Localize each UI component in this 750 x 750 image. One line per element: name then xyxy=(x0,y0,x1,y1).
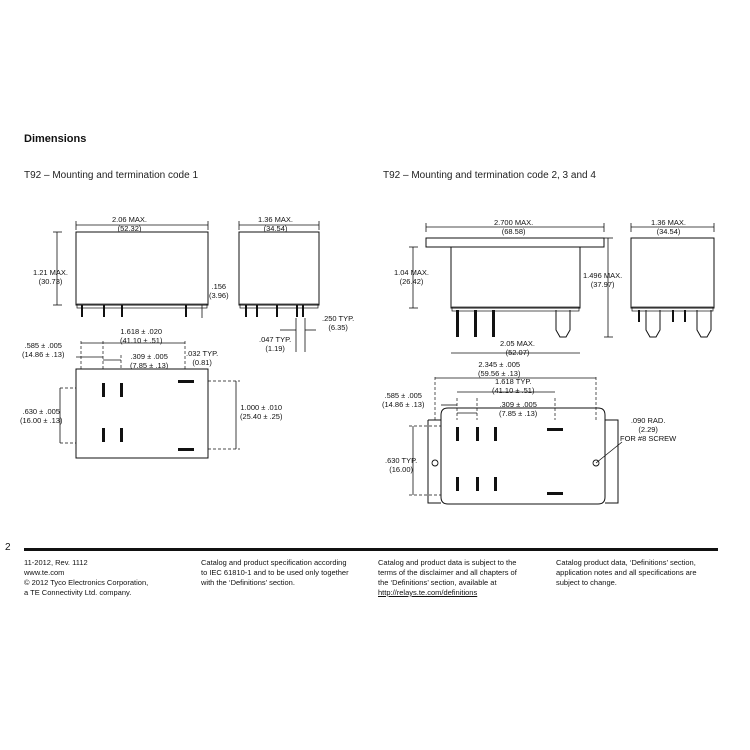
dim-pin-gap: .309 ± .005(7.85 ± .13) xyxy=(130,352,169,370)
dim-body-height: 1.04 MAX.(26.42) xyxy=(394,268,430,286)
dim-row-span-right: 1.618 TYP.(41.10 ± .51) xyxy=(492,377,535,395)
footer-col-spec: Catalog and product specification accord… xyxy=(201,558,349,587)
dim-pin-thickness: .047 TYP.(1.19) xyxy=(259,335,292,353)
dim-width: 2.06 MAX.(52.32) xyxy=(112,215,148,233)
footer-col-disclaimer: Catalog and product data is subject to t… xyxy=(378,558,517,597)
left-drawing-caption: T92 – Mounting and termination code 1 xyxy=(24,170,198,181)
relay-front-view xyxy=(75,231,209,306)
dim-col-span: 1.000 ± .010(25.40 ± .25) xyxy=(240,403,283,421)
footer-rule xyxy=(24,548,718,551)
dim-row-pitch-right: .630 TYP.(16.00) xyxy=(385,456,418,474)
dim-pin-gap-right: .309 ± .005(7.85 ± .13) xyxy=(499,400,538,418)
dim-total-height: 1.496 MAX.(37.97) xyxy=(583,271,623,289)
dim-row-pitch: .630 ± .005(16.00 ± .13) xyxy=(20,407,63,425)
dim-pin-width: .032 TYP.(0.81) xyxy=(186,349,219,367)
dim-pin-pitch: .250 TYP.(6.35) xyxy=(322,314,355,332)
dim-edge-offset: .585 ± .005(14.86 ± .13) xyxy=(22,341,65,359)
dim-base-width: 2.05 MAX.(52.07) xyxy=(500,339,536,357)
dim-depth: 1.36 MAX.(34.54) xyxy=(258,215,294,233)
relay-front-view-flange xyxy=(425,237,605,309)
footer-col-change: Catalog product data, ‘Definitions’ sect… xyxy=(556,558,697,587)
dim-width-right: 2.700 MAX.(68.58) xyxy=(494,218,534,236)
dim-pin-length: .156(3.96) xyxy=(209,282,229,300)
right-drawing-caption: T92 – Mounting and termination code 2, 3… xyxy=(383,170,596,181)
dim-depth-right: 1.36 MAX.(34.54) xyxy=(651,218,687,236)
dim-radius: .090 RAD.(2.29)FOR #8 SCREW xyxy=(620,416,677,443)
definitions-link[interactable]: http://relays.te.com/definitions xyxy=(378,588,478,597)
relay-side-view xyxy=(238,231,320,306)
page-number: 2 xyxy=(5,542,11,553)
section-title: Dimensions xyxy=(24,133,87,145)
dim-height: 1.21 MAX.(30.73) xyxy=(33,268,69,286)
dim-row-span: 1.618 ± .020(41.10 ± .51) xyxy=(120,327,163,345)
relay-side-view-right xyxy=(630,237,715,309)
relay-bottom-view-right xyxy=(440,407,606,505)
relay-bottom-view xyxy=(75,368,209,459)
footer-col-revision: 11-2012, Rev. 1112 www.te.com © 2012 Tyc… xyxy=(24,558,149,597)
dim-edge-offset-right: .585 ± .005(14.86 ± .13) xyxy=(382,391,425,409)
dim-hole-span: 2.345 ± .005(59.56 ± .13) xyxy=(478,360,521,378)
